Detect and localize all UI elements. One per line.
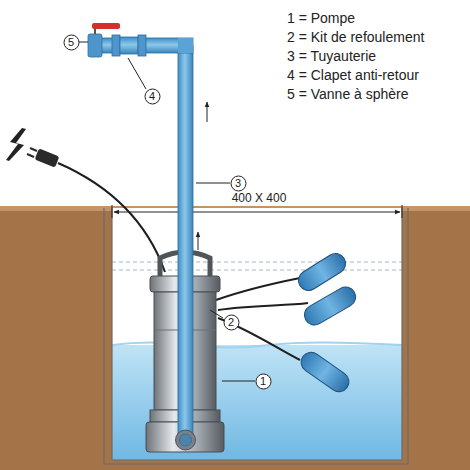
power-cable (58, 163, 165, 272)
legend-line: 1 = Pompe (287, 10, 355, 26)
dimension-label: 400 X 400 (230, 192, 289, 206)
callout-number: 1 (255, 376, 272, 387)
callout-circle: 4 (144, 88, 161, 105)
pipe (92, 38, 196, 450)
callout-number: 2 (223, 317, 240, 328)
ball-valve (88, 23, 120, 57)
lightning-symbol (6, 128, 26, 161)
legend-line: 5 = Vanne à sphère (287, 86, 409, 102)
ground (0, 206, 470, 470)
callout-circle: 3 (230, 175, 247, 192)
callout-number: 4 (144, 91, 161, 102)
callout-circle: 5 (63, 34, 80, 51)
plug (27, 148, 59, 168)
water (112, 262, 402, 460)
leader-lines (79, 42, 255, 381)
check-valve (112, 35, 146, 56)
float-cables (216, 278, 308, 360)
pit-walls (104, 208, 408, 464)
float-switches (295, 250, 360, 396)
callout-circle: 2 (223, 314, 240, 331)
legend-line: 4 = Clapet anti-retour (287, 67, 419, 83)
callout-number: 3 (230, 178, 247, 189)
legend-line: 3 = Tuyauterie (287, 48, 376, 64)
dimension-line (112, 205, 402, 218)
flow-arrows (198, 102, 207, 250)
callout-number: 5 (63, 37, 80, 48)
callout-circle: 1 (255, 373, 272, 390)
legend-line: 2 = Kit de refoulement (287, 29, 424, 45)
